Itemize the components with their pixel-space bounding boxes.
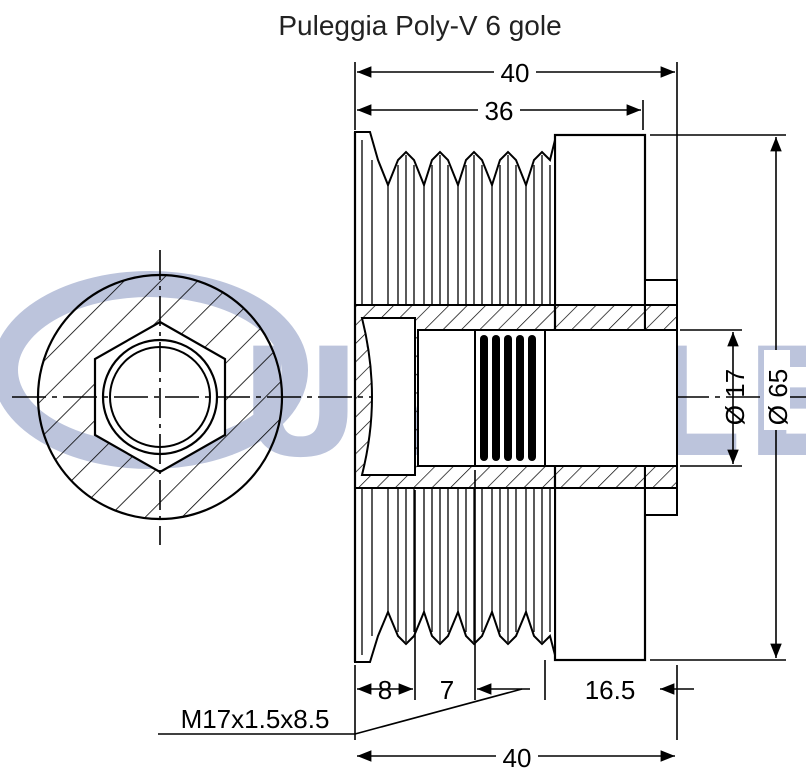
dim-seg-b: 7 — [440, 675, 454, 705]
dim-seg-a: 8 — [378, 675, 392, 705]
pulley-section — [353, 131, 678, 663]
dim-overall-top: 40 — [501, 58, 530, 88]
dim-outer-diameter: Ø 65 — [763, 369, 793, 425]
dim-seg-c: 16.5 — [585, 675, 636, 705]
drawing-title: Puleggia Poly-V 6 gole — [278, 10, 561, 41]
thread-section — [474, 329, 546, 467]
dim-groove-width: 36 — [485, 96, 514, 126]
dim-bore-diameter: Ø 17 — [720, 369, 750, 425]
thread-spec: M17x1.5x8.5 — [181, 704, 330, 734]
dim-overall-bottom: 40 — [503, 743, 532, 773]
end-view — [36, 250, 284, 545]
